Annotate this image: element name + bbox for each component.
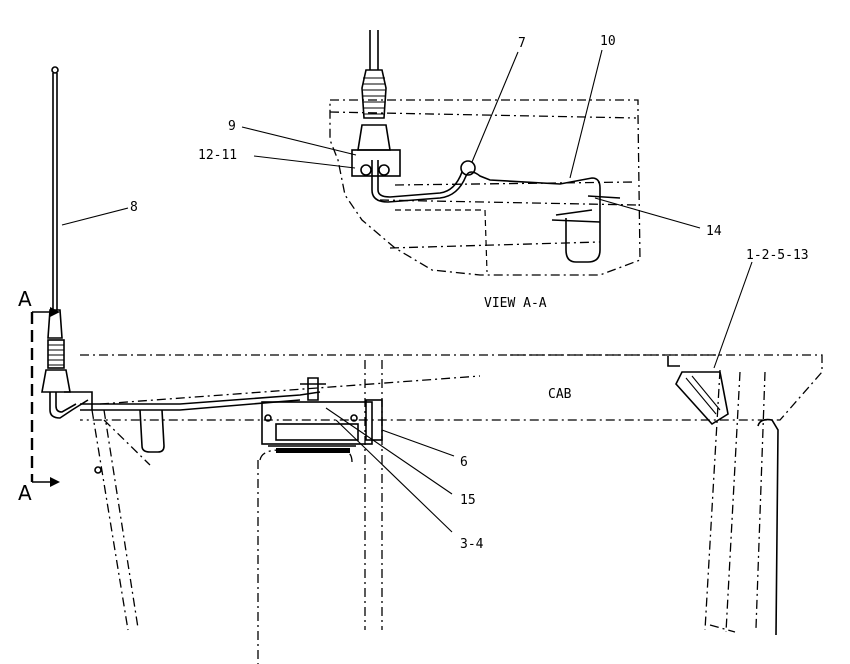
grab-handle xyxy=(757,418,779,636)
antenna-base xyxy=(41,369,71,393)
leader-6 xyxy=(381,429,455,457)
leader-10 xyxy=(569,49,603,179)
section-label-bottom: A xyxy=(18,481,32,505)
antenna-ferrule xyxy=(47,309,63,339)
view-roof-rail-lower xyxy=(379,199,637,206)
view-antenna-mast xyxy=(369,30,379,70)
leader-7 xyxy=(471,51,519,163)
leader-14 xyxy=(594,197,701,229)
view-hidden-panel xyxy=(395,209,488,273)
cab-roof-slope xyxy=(99,375,481,405)
radio-knob xyxy=(307,377,319,401)
view-roof-edge xyxy=(329,111,637,119)
connector-body xyxy=(675,371,729,426)
antenna-mount-bracket xyxy=(64,391,93,410)
radio-side-bracket xyxy=(365,399,383,441)
antenna-cable-start-b xyxy=(55,392,77,413)
antenna-spring-coils xyxy=(48,344,64,366)
section-arrowhead-bottom xyxy=(50,477,60,487)
view-mount-bracket xyxy=(351,149,401,177)
seat-outline xyxy=(257,449,353,664)
view-spring-coils xyxy=(363,77,385,115)
right-post-foot xyxy=(709,624,736,633)
view-antenna-base xyxy=(357,124,391,151)
connector-ribs xyxy=(685,375,721,415)
view-coax-cable xyxy=(371,171,601,263)
antenna-whip xyxy=(52,73,58,310)
connector-tab xyxy=(667,356,680,367)
main-coax-cable xyxy=(80,391,321,405)
leader-1-2-5-13 xyxy=(713,261,753,369)
radio-screw-right xyxy=(350,414,358,422)
main-coax-cable-b xyxy=(80,399,301,411)
view-bolt-right xyxy=(378,164,390,176)
radio-faceplate xyxy=(275,423,359,441)
antenna-cable-start xyxy=(49,392,89,419)
section-arrowhead-top xyxy=(50,307,60,317)
label-8: 8 xyxy=(130,200,138,215)
right-posts xyxy=(704,369,766,633)
label-1-2-5-13: 1-2-5-13 xyxy=(746,248,809,263)
view-title: VIEW A-A xyxy=(484,296,547,311)
leader-15 xyxy=(325,407,453,495)
label-9: 9 xyxy=(228,119,236,134)
section-marker-a-a: A A xyxy=(18,287,60,505)
left-post-bolt xyxy=(94,466,102,474)
radio-vent xyxy=(276,448,350,453)
view-inner-edge xyxy=(389,241,601,249)
view-roof-outline xyxy=(329,99,641,276)
antenna-spring xyxy=(47,339,65,369)
view-clip xyxy=(587,195,621,199)
label-15: 15 xyxy=(460,493,476,508)
label-3-4: 3-4 xyxy=(460,537,484,552)
radio-housing xyxy=(261,401,373,445)
label-10: 10 xyxy=(600,34,616,49)
cab-roof-outline xyxy=(80,354,823,421)
view-mount-stem xyxy=(371,160,379,190)
leader-8 xyxy=(61,207,129,226)
radio-screw-left xyxy=(264,414,272,422)
view-coax-cable-b xyxy=(377,171,463,198)
label-7: 7 xyxy=(518,36,526,51)
leader-3-4 xyxy=(335,419,453,533)
leader-12-11 xyxy=(253,155,356,169)
label-14: 14 xyxy=(706,224,722,239)
leader-9 xyxy=(241,126,357,156)
view-bolt-left xyxy=(360,164,372,176)
main-side-view: 8 1-2-5-13 CAB 6 15 3-4 xyxy=(41,66,823,664)
label-cab: CAB xyxy=(548,387,572,402)
section-label-top: A xyxy=(18,287,32,311)
view-a-a-detail: 9 12-11 7 10 14 VIEW A-A xyxy=(198,30,722,311)
view-antenna-spring xyxy=(361,69,387,119)
left-post xyxy=(91,409,139,631)
left-post-brace xyxy=(103,419,151,466)
cable-drop-loop xyxy=(139,409,165,453)
view-cable-loop xyxy=(460,160,476,176)
label-12-11: 12-11 xyxy=(198,148,237,163)
view-roof-rail xyxy=(394,181,637,186)
label-6: 6 xyxy=(460,455,468,470)
antenna-tip xyxy=(51,66,59,74)
view-clip-strap xyxy=(551,209,601,223)
